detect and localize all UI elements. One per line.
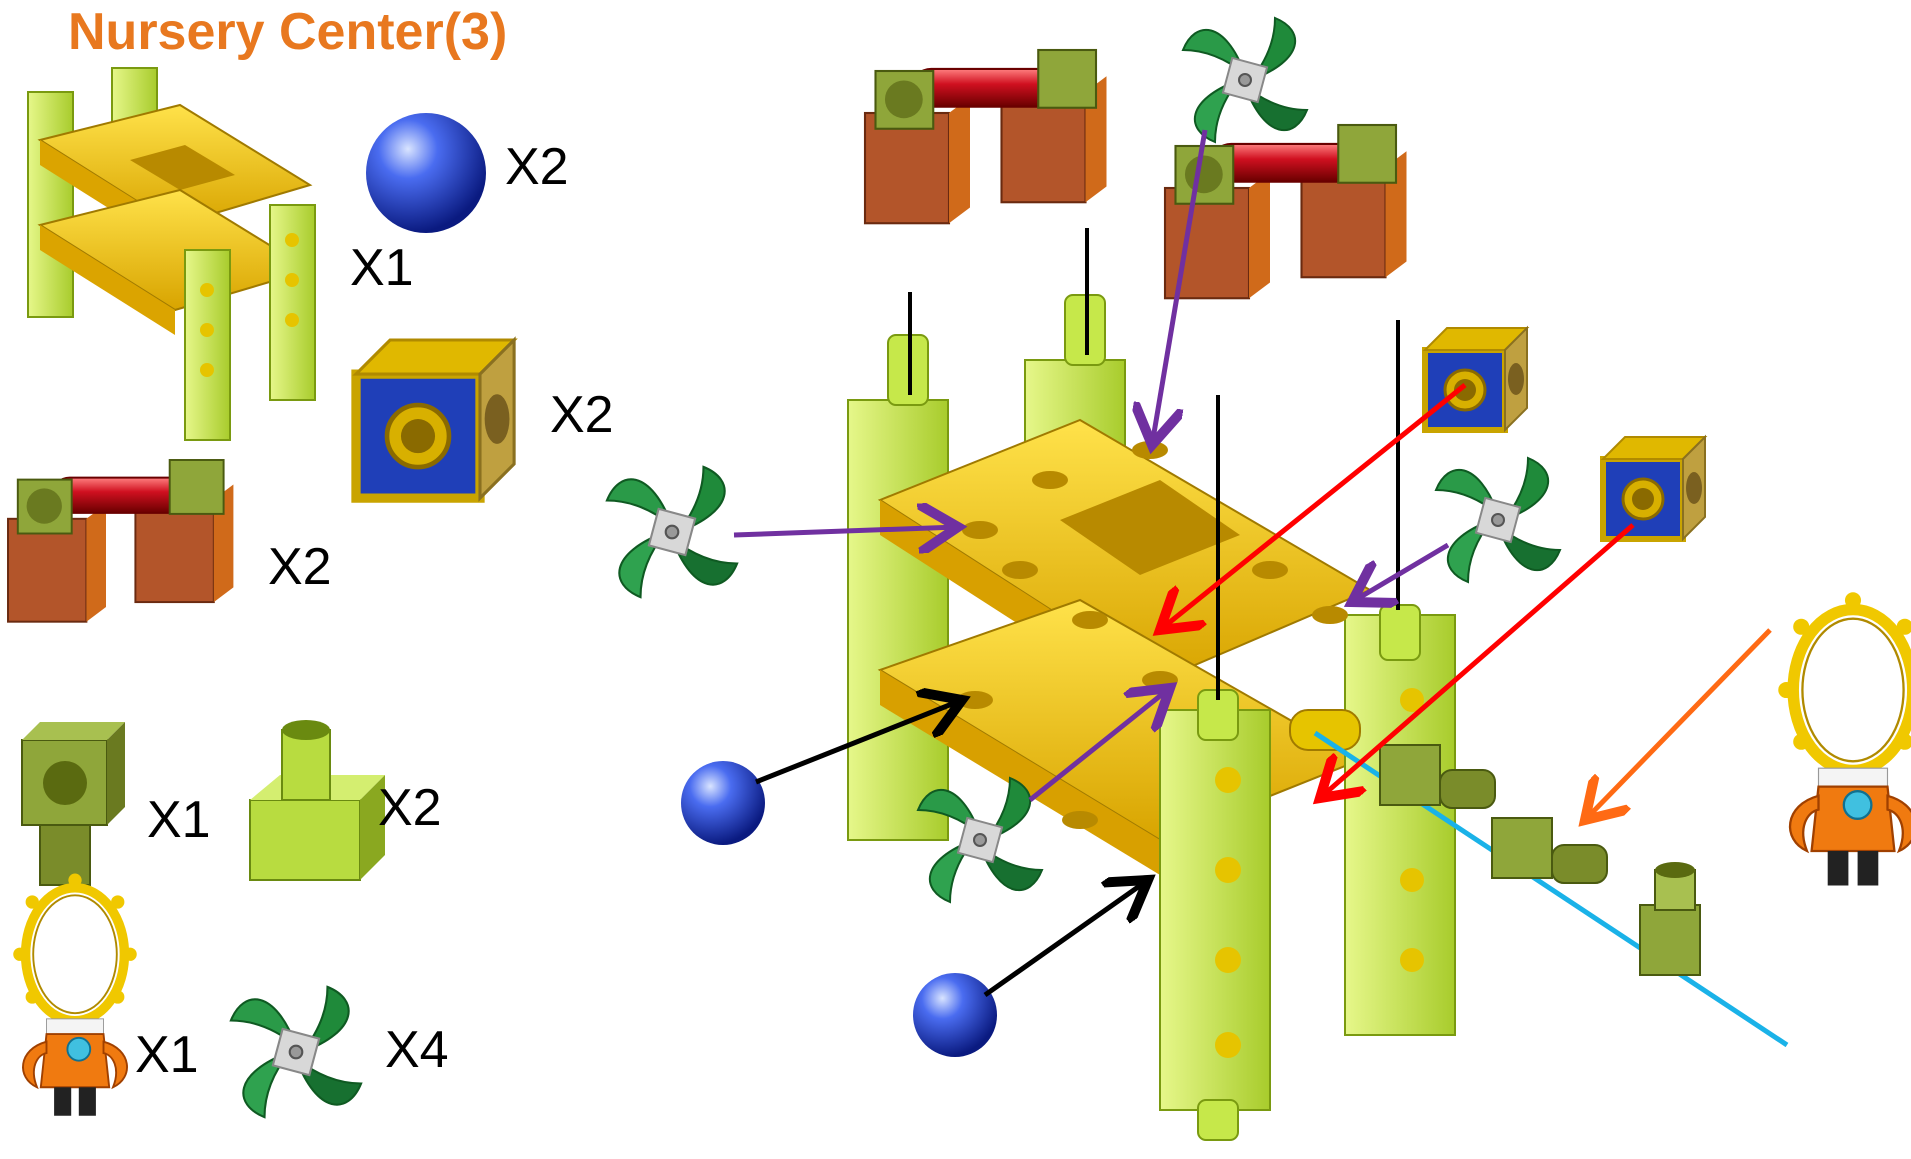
ball-bottom — [913, 973, 997, 1057]
arrow-purple — [733, 527, 958, 535]
qty-elbow: X1 — [147, 791, 211, 849]
qty-ring-figure: X1 — [135, 1026, 199, 1084]
qty-hole-cube: X2 — [550, 386, 614, 444]
propeller-right — [1435, 457, 1561, 583]
part-blue-ball — [366, 113, 486, 233]
arrow-black — [983, 880, 1148, 998]
qty-peg: X2 — [378, 779, 442, 837]
diagram-title: Nursery Center(3) — [68, 3, 508, 61]
axle-unit-back — [863, 48, 1108, 225]
arrow-red — [1160, 383, 1467, 630]
part-peg-connector — [249, 720, 385, 881]
qty-propeller: X4 — [385, 1021, 449, 1079]
qty-red-axle: X2 — [268, 538, 332, 596]
part-frame-assembly — [27, 67, 316, 441]
propeller-left — [605, 465, 739, 599]
arrow-purple — [1152, 129, 1208, 445]
arrow-purple — [1352, 542, 1450, 602]
arrow-red — [1320, 523, 1635, 798]
ball-left — [681, 761, 765, 845]
propeller-top — [1182, 17, 1308, 143]
hole-cube-lower — [1603, 437, 1705, 539]
arrow-purple — [1028, 688, 1170, 802]
arrow-black — [755, 700, 962, 785]
connector-chain — [1379, 744, 1701, 976]
qty-frame: X1 — [350, 239, 414, 297]
ring-figure-assembly — [1778, 592, 1911, 885]
part-hole-cube — [356, 340, 514, 498]
hole-cube-upper — [1425, 328, 1527, 430]
part-green-propeller — [229, 985, 363, 1119]
arrow-orange — [1585, 628, 1772, 820]
part-elbow-connector — [21, 722, 125, 886]
qty-ball: X2 — [505, 138, 569, 196]
part-red-axle — [7, 459, 235, 623]
part-ring-figure — [13, 874, 137, 1116]
